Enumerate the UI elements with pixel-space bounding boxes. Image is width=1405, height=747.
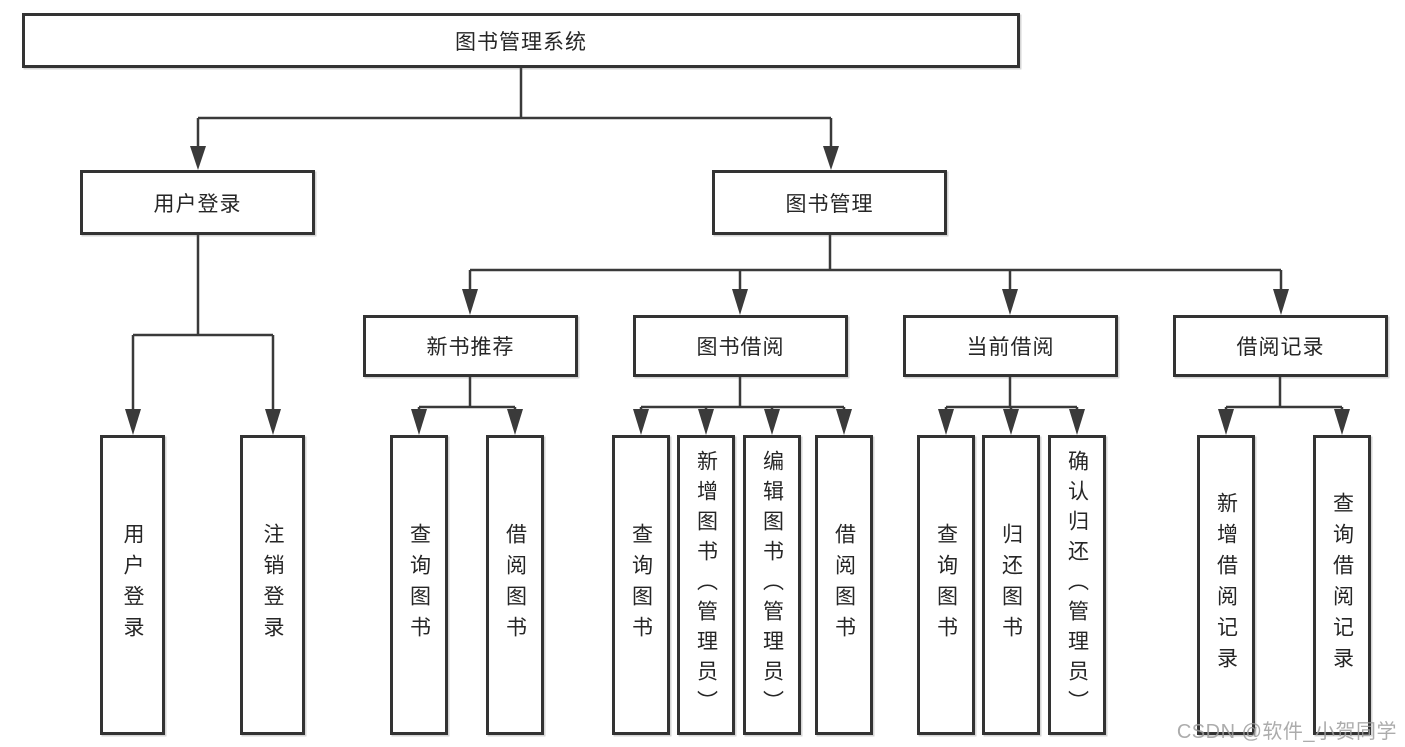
leaf-bb-edit-books-admin-label: 编辑图书（管理员）: [760, 450, 784, 720]
arrowhead: [836, 409, 852, 435]
connector-path: [1224, 377, 1344, 411]
connector-new-book-recommend: [411, 377, 523, 435]
leaf-bb-edit-books-admin: 编辑图书（管理员）: [743, 435, 801, 735]
arrowhead: [462, 289, 478, 315]
leaf-bb-borrow-books-label: 借阅图书: [832, 523, 856, 647]
arrowhead: [1218, 409, 1234, 435]
node-book-management-label: 图书管理: [785, 192, 874, 216]
node-user-login-label: 用户登录: [153, 192, 242, 216]
connector-path: [131, 235, 275, 411]
connector-borrow-records: [1218, 377, 1350, 435]
node-book-management: 图书管理: [712, 170, 947, 235]
leaf-cb-query-books: 查询图书: [917, 435, 975, 735]
leaf-bb-query-books-label: 查询图书: [629, 523, 653, 647]
node-borrow-records-label: 借阅记录: [1236, 336, 1325, 359]
arrowhead: [265, 409, 281, 435]
node-book-borrow-label: 图书借阅: [696, 336, 785, 359]
leaf-cb-confirm-return-admin: 确认归还（管理员）: [1048, 435, 1106, 735]
leaf-br-query-record-label: 查询借阅记录: [1330, 492, 1354, 678]
node-new-book-recommend-label: 新书推荐: [426, 336, 515, 359]
leaf-cb-confirm-return-admin-label: 确认归还（管理员）: [1065, 450, 1089, 720]
leaf-user-login: 用户登录: [100, 435, 165, 735]
node-new-book-recommend: 新书推荐: [363, 315, 578, 377]
connector-path: [944, 377, 1079, 411]
arrowhead: [1002, 289, 1018, 315]
leaf-cb-return-books: 归还图书: [982, 435, 1040, 735]
arrowhead: [190, 146, 206, 170]
leaf-bb-query-books: 查询图书: [612, 435, 670, 735]
leaf-cb-query-books-label: 查询图书: [934, 523, 958, 647]
arrowhead: [1069, 409, 1085, 435]
arrowhead: [1334, 409, 1350, 435]
connector-path: [639, 377, 846, 411]
leaf-user-login-label: 用户登录: [121, 523, 144, 647]
arrowhead: [764, 409, 780, 435]
leaf-bb-add-books-admin-label: 新增图书（管理员）: [694, 450, 718, 720]
arrowhead: [1003, 409, 1019, 435]
node-borrow-records: 借阅记录: [1173, 315, 1388, 377]
leaf-nb-query-books: 查询图书: [390, 435, 448, 735]
leaf-cb-return-books-label: 归还图书: [999, 523, 1023, 647]
arrowhead: [698, 409, 714, 435]
arrowhead: [411, 409, 427, 435]
connector-book-borrow: [633, 377, 852, 435]
node-root-label: 图书管理系统: [455, 30, 587, 54]
node-book-borrow: 图书借阅: [633, 315, 848, 377]
leaf-br-add-record: 新增借阅记录: [1197, 435, 1255, 735]
connector-path: [468, 235, 1283, 291]
arrowhead: [633, 409, 649, 435]
leaf-br-query-record: 查询借阅记录: [1313, 435, 1371, 735]
leaf-bb-borrow-books: 借阅图书: [815, 435, 873, 735]
arrowhead: [125, 409, 141, 435]
arrowhead: [1273, 289, 1289, 315]
node-user-login: 用户登录: [80, 170, 315, 235]
leaf-nb-query-books-label: 查询图书: [407, 523, 431, 647]
connector-path: [417, 377, 517, 411]
connector-root: [190, 68, 839, 170]
connector-book-management: [462, 235, 1289, 315]
leaf-nb-borrow-books-label: 借阅图书: [503, 523, 527, 647]
arrowhead: [732, 289, 748, 315]
node-current-borrow: 当前借阅: [903, 315, 1118, 377]
arrowhead: [823, 146, 839, 170]
arrowhead: [507, 409, 523, 435]
leaf-logout-label: 注销登录: [261, 523, 284, 647]
connector-current-borrow: [938, 377, 1085, 435]
leaf-bb-add-books-admin: 新增图书（管理员）: [677, 435, 735, 735]
leaf-br-add-record-label: 新增借阅记录: [1214, 492, 1238, 678]
leaf-nb-borrow-books: 借阅图书: [486, 435, 544, 735]
node-root: 图书管理系统: [22, 13, 1020, 68]
node-current-borrow-label: 当前借阅: [966, 336, 1055, 359]
connector-path: [196, 68, 833, 148]
leaf-logout: 注销登录: [240, 435, 305, 735]
arrowhead: [938, 409, 954, 435]
connector-user-login: [125, 235, 281, 435]
